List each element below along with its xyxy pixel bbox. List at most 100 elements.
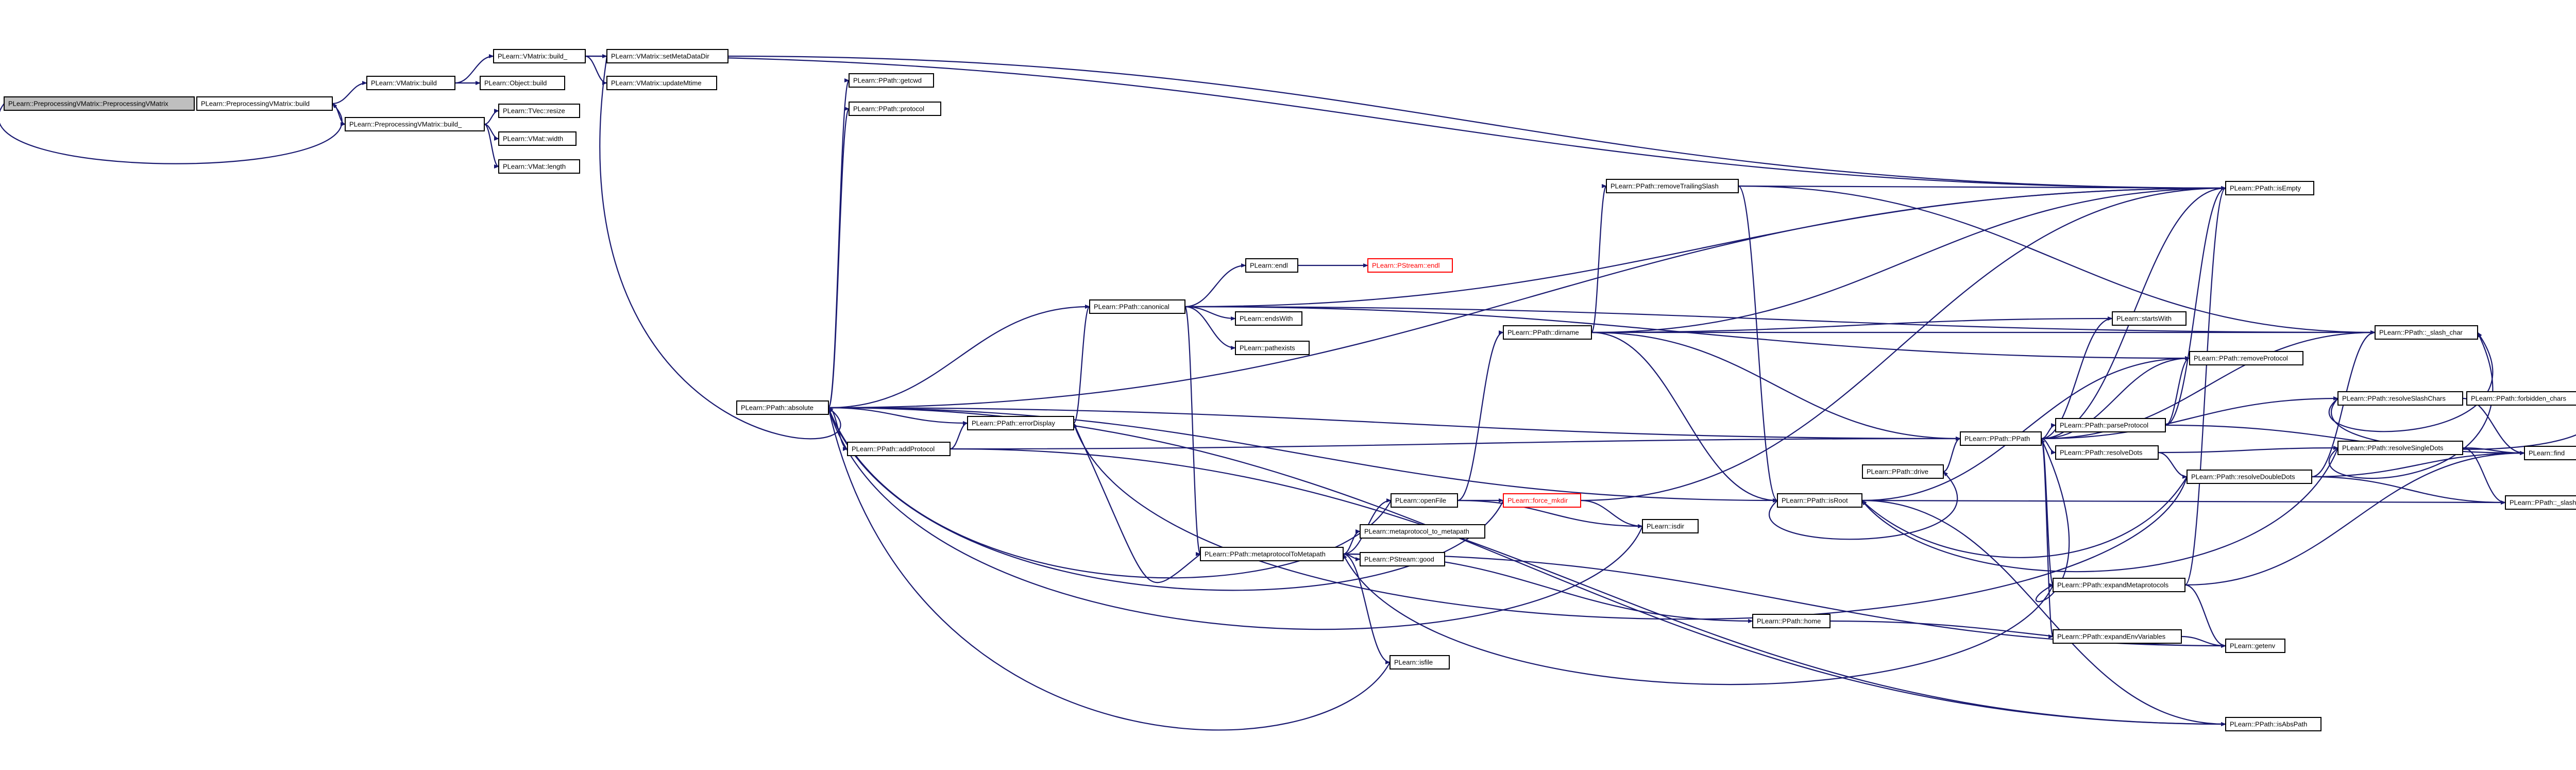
call-edge bbox=[2311, 476, 2506, 505]
call-edge bbox=[2184, 584, 2226, 648]
node-label: PLearn::PPath::removeTrailingSlash bbox=[1611, 182, 1719, 190]
graph-node[interactable]: PLearn::PPath::isAbsPath bbox=[2225, 717, 2321, 731]
graph-node[interactable]: PLearn::PPath::PPath bbox=[1960, 431, 2042, 446]
graph-node[interactable]: PLearn::startsWith bbox=[2112, 311, 2187, 326]
graph-node[interactable]: PLearn::PPath::expandEnvVariables bbox=[2053, 629, 2182, 644]
graph-node[interactable]: PLearn::PPath::resolveDoubleDots bbox=[2187, 470, 2312, 484]
graph-node[interactable]: PLearn::PPath::isRoot bbox=[1777, 493, 1862, 508]
graph-node[interactable]: PLearn::PreprocessingVMatrix::build_ bbox=[345, 117, 485, 131]
graph-node[interactable]: PLearn::endsWith bbox=[1235, 311, 1302, 326]
graph-node[interactable]: PLearn::PreprocessingVMatrix::Preprocess… bbox=[4, 96, 195, 111]
graph-node[interactable]: PLearn::PreprocessingVMatrix::build bbox=[196, 96, 333, 111]
node-label: PLearn::startsWith bbox=[2116, 314, 2172, 322]
graph-node[interactable]: PLearn::VMatrix::build bbox=[366, 76, 455, 90]
graph-node[interactable]: PLearn::VMat::width bbox=[498, 131, 577, 146]
graph-node[interactable]: PLearn::PPath::protocol bbox=[849, 102, 941, 116]
call-edge bbox=[2041, 396, 2338, 440]
node-box bbox=[2112, 311, 2187, 326]
node-box bbox=[1503, 325, 1592, 340]
node-box bbox=[196, 96, 333, 111]
node-label: PLearn::force_mkdir bbox=[1507, 496, 1568, 504]
graph-node[interactable]: PLearn::endl bbox=[1245, 258, 1298, 273]
graph-node[interactable]: PLearn::PStream::good bbox=[1360, 552, 1445, 566]
graph-node[interactable]: PLearn::openFile bbox=[1391, 493, 1458, 508]
graph-node[interactable]: PLearn::TVec::resize bbox=[498, 104, 580, 118]
graph-node[interactable]: PLearn::PPath::isEmpty bbox=[2225, 181, 2314, 195]
graph-node[interactable]: PLearn::PPath::canonical bbox=[1089, 299, 1185, 314]
graph-node[interactable]: PLearn::VMatrix::setMetaDataDir bbox=[606, 49, 728, 63]
call-edge bbox=[950, 421, 968, 450]
graph-node[interactable]: PLearn::PPath::errorDisplay bbox=[967, 416, 1074, 430]
call-edge bbox=[1738, 185, 2376, 334]
graph-node[interactable]: PLearn::PPath::home bbox=[1752, 614, 1831, 628]
node-box bbox=[498, 131, 577, 146]
graph-node[interactable]: PLearn::PStream::endl bbox=[1367, 258, 1453, 273]
graph-node[interactable]: PLearn::isdir bbox=[1642, 519, 1699, 533]
graph-node[interactable]: PLearn::PPath::removeTrailingSlash bbox=[1606, 179, 1739, 193]
node-label: PLearn::PPath::isRoot bbox=[1782, 496, 1848, 504]
call-edge bbox=[950, 437, 1961, 450]
graph-node[interactable]: PLearn::PPath::_slash bbox=[2505, 495, 2576, 510]
node-label: PLearn::PreprocessingVMatrix::build bbox=[201, 99, 310, 107]
call-edge bbox=[1184, 306, 1201, 556]
node-box bbox=[498, 159, 580, 174]
graph-node[interactable]: PLearn::pathexists bbox=[1235, 341, 1310, 355]
graph-node[interactable]: PLearn::PPath::dirname bbox=[1503, 325, 1592, 340]
node-label: PLearn::PPath::absolute bbox=[741, 404, 814, 411]
call-edge bbox=[585, 55, 607, 85]
call-edge bbox=[0, 103, 343, 164]
graph-node[interactable]: PLearn::PPath::_slash_char bbox=[2375, 325, 2478, 340]
call-edge bbox=[827, 407, 1504, 591]
call-edge bbox=[2311, 451, 2525, 478]
call-edge bbox=[484, 123, 499, 169]
graph-node[interactable]: PLearn::VMatrix::updateMtime bbox=[606, 76, 717, 90]
call-edge bbox=[1943, 437, 1961, 473]
node-box bbox=[849, 102, 941, 116]
node-label: PLearn::PPath::_slash bbox=[2510, 498, 2576, 506]
node-label: PLearn::PPath::resolveDots bbox=[2060, 448, 2143, 456]
graph-node[interactable]: PLearn::PPath::metaprotocolToMetapath bbox=[1200, 547, 1344, 561]
node-box bbox=[1389, 655, 1450, 669]
graph-node[interactable]: PLearn::VMat::length bbox=[498, 159, 580, 174]
node-box bbox=[2375, 325, 2478, 340]
node-box bbox=[1752, 614, 1831, 628]
graph-node[interactable]: PLearn::PPath::addProtocol bbox=[847, 442, 951, 456]
node-label: PLearn::PreprocessingVMatrix::build_ bbox=[349, 120, 462, 128]
call-edge bbox=[1591, 316, 2113, 333]
graph-node[interactable]: PLearn::PPath::resolveSingleDots bbox=[2337, 441, 2463, 455]
graph-node[interactable]: PLearn::Object::build bbox=[480, 76, 565, 90]
call-edge bbox=[2041, 356, 2190, 440]
graph-node[interactable]: PLearn::PPath::absolute bbox=[736, 400, 829, 415]
graph-node[interactable]: PLearn::find bbox=[2524, 446, 2576, 460]
call-edge bbox=[1591, 331, 1778, 503]
graph-node[interactable]: PLearn::metaprotocol_to_metapath bbox=[1360, 524, 1485, 539]
node-box bbox=[1360, 524, 1485, 539]
call-edge bbox=[1457, 330, 1504, 501]
node-box bbox=[2055, 418, 2166, 432]
call-edge bbox=[828, 407, 2226, 726]
graph-node[interactable]: PLearn::PPath::getcwd bbox=[849, 73, 934, 88]
graph-node[interactable]: PLearn::PPath::forbidden_chars bbox=[2466, 391, 2576, 406]
node-box bbox=[849, 73, 934, 88]
graph-node[interactable]: PLearn::VMatrix::build_ bbox=[493, 49, 586, 63]
node-box bbox=[498, 104, 580, 118]
graph-node[interactable]: PLearn::PPath::expandMetaprotocols bbox=[2053, 578, 2185, 592]
graph-node[interactable]: PLearn::PPath::parseProtocol bbox=[2055, 418, 2166, 432]
node-label: PLearn::endsWith bbox=[1240, 314, 1293, 322]
graph-node[interactable]: PLearn::getenv bbox=[2225, 639, 2285, 653]
node-box bbox=[2187, 470, 2312, 484]
node-label: PLearn::PPath::forbidden_chars bbox=[2471, 394, 2567, 402]
call-edge bbox=[1457, 499, 1643, 528]
node-box bbox=[847, 442, 951, 456]
graph-node[interactable]: PLearn::PPath::drive bbox=[1862, 464, 1944, 479]
call-edge bbox=[599, 56, 841, 440]
graph-node[interactable]: PLearn::PPath::removeProtocol bbox=[2189, 351, 2303, 365]
graph-node[interactable]: PLearn::PPath::resolveDots bbox=[2055, 445, 2159, 460]
graph-node[interactable]: PLearn::isfile bbox=[1389, 655, 1450, 669]
call-edge bbox=[1580, 186, 2226, 501]
node-box bbox=[2337, 391, 2463, 406]
node-box bbox=[1360, 552, 1445, 566]
graph-node[interactable]: PLearn::PPath::resolveSlashChars bbox=[2337, 391, 2463, 406]
graph-node[interactable]: PLearn::force_mkdir bbox=[1503, 493, 1581, 508]
